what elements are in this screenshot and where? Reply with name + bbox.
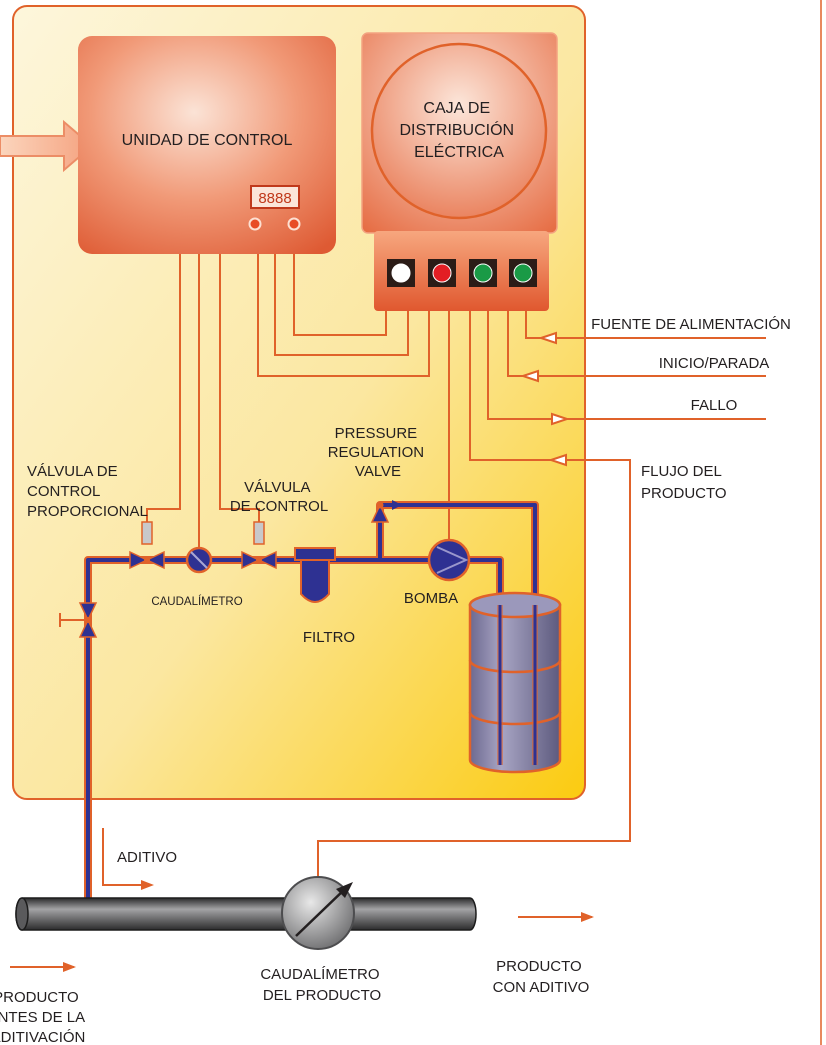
main-product-pipe xyxy=(15,897,477,931)
valve-actuator-icon xyxy=(253,521,265,545)
product-before-label: PRODUCTO ANTES DE LA ADITIVACIÓN xyxy=(0,989,88,1045)
additive-label: ADITIVO xyxy=(117,849,177,866)
power-supply-arrow-icon xyxy=(537,331,557,345)
pressure-regulation-valve xyxy=(370,500,402,523)
product-after-arrow-icon xyxy=(581,912,594,922)
red-light-icon xyxy=(432,263,452,283)
start-stop-label: INICIO/PARADA xyxy=(659,355,770,372)
indicator-strip xyxy=(374,231,549,311)
return-arrow-icon xyxy=(392,500,402,510)
pressure-valve-label: PRESSURE REGULATION VALVE xyxy=(328,425,429,480)
meter-arrow-icon xyxy=(336,882,353,898)
product-flowmeter xyxy=(281,876,355,950)
proportional-valve-label: VÁLVULA DE CONTROL PROPORCIONAL xyxy=(27,463,148,520)
proportional-valve xyxy=(129,521,165,570)
power-supply-label: FUENTE DE ALIMENTACIÓN xyxy=(591,316,791,333)
display-readout: 8888 xyxy=(258,190,291,207)
product-flow-arrow-icon xyxy=(547,453,567,467)
control-valve-label: VÁLVULA DE CONTROL xyxy=(230,479,328,515)
filter xyxy=(294,547,336,603)
control-unit-label: UNIDAD DE CONTROL xyxy=(122,132,293,149)
indicator-lights xyxy=(387,259,537,287)
pump-icon xyxy=(436,546,469,574)
meter-needle-icon xyxy=(295,887,347,937)
pump xyxy=(427,538,471,582)
manual-valve xyxy=(59,602,98,638)
green-light-1-icon xyxy=(473,263,493,283)
flowmeter-label: CAUDALÍMETRO xyxy=(151,595,242,608)
flowmeter-small xyxy=(185,546,213,574)
white-light-icon xyxy=(391,263,411,283)
product-before-arrow-icon xyxy=(63,962,76,972)
additive-arrow-icon xyxy=(141,880,154,890)
flowmeter-icon xyxy=(190,551,208,569)
filter-label: FILTRO xyxy=(303,629,355,646)
control-knob-left-icon xyxy=(248,217,262,231)
distribution-box-label: CAJA DE DISTRIBUCIÓN ELÉCTRICA xyxy=(399,100,518,161)
green-light-2-icon xyxy=(513,263,533,283)
start-stop-arrow-icon xyxy=(519,369,539,383)
distribution-dome xyxy=(370,42,548,220)
filter-icon xyxy=(300,559,330,603)
control-valve xyxy=(241,521,277,570)
flow-arrowheads xyxy=(63,880,594,972)
pressure-valve-icon xyxy=(370,503,390,523)
product-flowmeter-label: CAUDALÍMETRO DEL PRODUCTO xyxy=(260,966,383,1004)
pump-label: BOMBA xyxy=(404,590,458,607)
digital-display xyxy=(250,185,300,209)
product-flow-label: FLUJO DEL PRODUCTO xyxy=(641,463,727,502)
signal-arrowheads xyxy=(519,331,571,467)
fault-label: FALLO xyxy=(691,397,738,414)
fault-arrow-icon xyxy=(551,412,571,426)
product-with-additive-label: PRODUCTO CON ADITIVO xyxy=(493,958,590,996)
valve-actuator-icon xyxy=(141,521,153,545)
additive-drum xyxy=(468,591,562,774)
control-knob-right-icon xyxy=(287,217,301,231)
